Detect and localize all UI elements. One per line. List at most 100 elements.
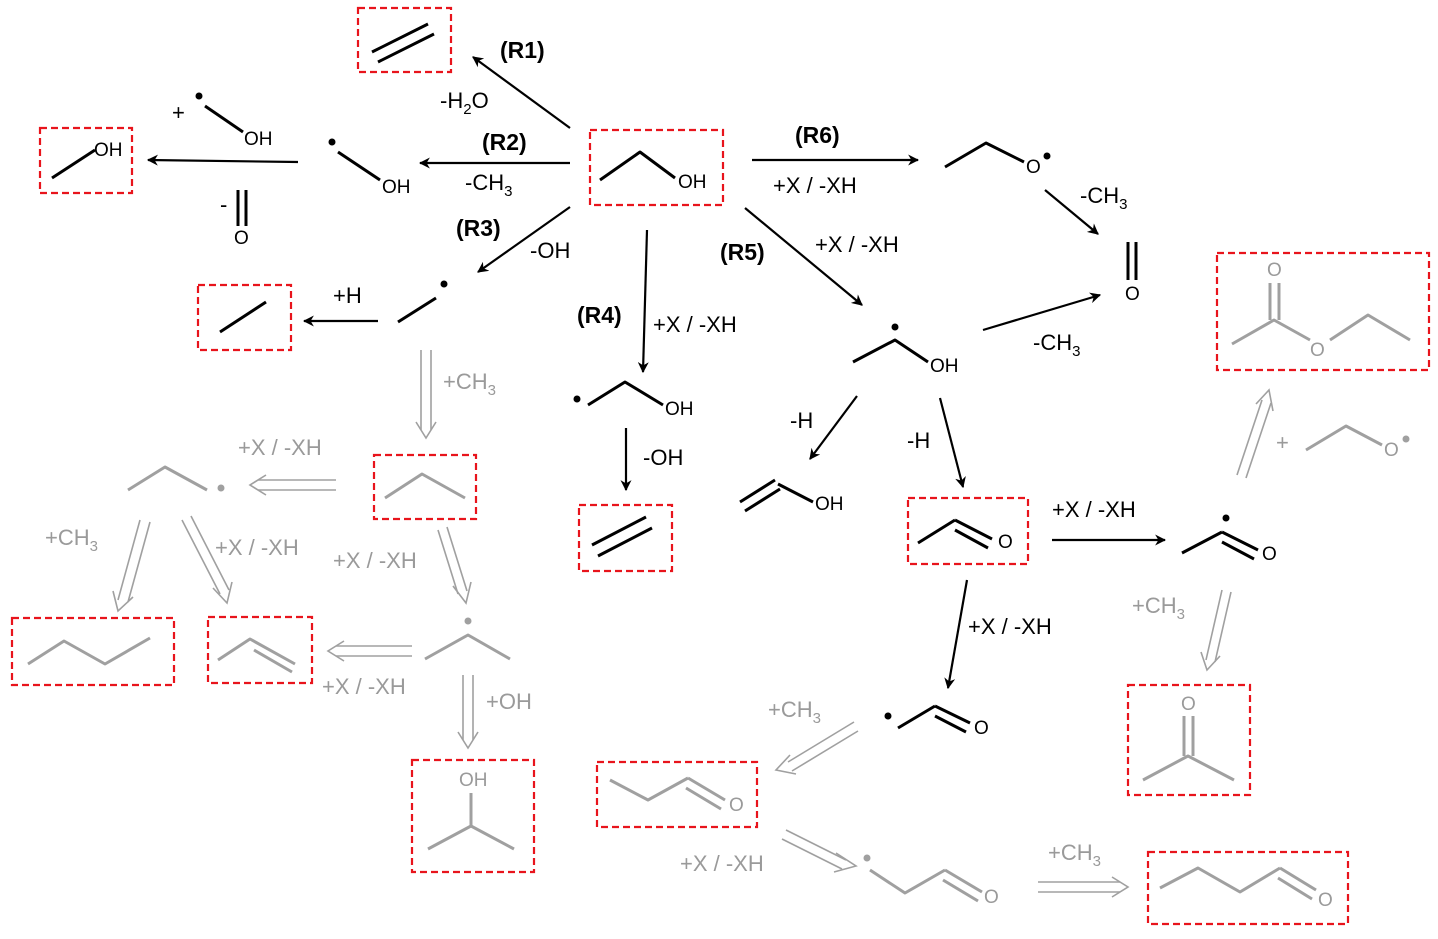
label-minus-h-acetaldehyde: -H	[907, 428, 930, 453]
darrow-propyl-to-butane-b	[127, 521, 151, 603]
label-plus-ch3-butane: +CH3	[45, 525, 98, 555]
darrow-to-acetone-head	[1200, 651, 1221, 672]
label-minus-oh-r3: -OH	[530, 238, 570, 263]
darrow-to-ethyl-acetate-a	[1236, 399, 1263, 476]
radical-dot-ethoxy	[1043, 152, 1051, 160]
label-xxh-propanal-radical: +X / -XH	[680, 851, 764, 876]
acetone-o-label: O	[1181, 694, 1196, 715]
ethylene-bond-b	[377, 32, 435, 64]
ethoxy-o-label: O	[1026, 157, 1041, 178]
butanal-chain	[1159, 866, 1281, 894]
radical-dot-ch2ch2oh	[573, 395, 581, 403]
ch2oh-oh-label: OH	[382, 177, 411, 198]
product-box-butane	[10, 616, 176, 687]
arrow-ethoxy-to-formaldehyde	[1044, 189, 1099, 235]
darrow-to-acetone-b	[1214, 591, 1232, 663]
radical-dot-ethoxy-gray	[1402, 435, 1410, 443]
label-xxh-propene-1: +X / -XH	[215, 535, 299, 560]
ch2cho-co-b	[934, 714, 967, 734]
acetone-backbone	[1142, 754, 1235, 782]
ch3-sub-butane: 3	[90, 538, 98, 555]
ch2cho-c-c	[897, 704, 936, 730]
ch2ch2cho-co-a	[944, 868, 983, 894]
arrow-to-vinyl-alcohol	[809, 395, 858, 460]
label-xxh-isopropyl: +X / -XH	[333, 548, 417, 573]
plus-ch3-main-acetone: +CH	[1132, 593, 1177, 618]
ch3-sub-acetone: 3	[1177, 606, 1185, 623]
ethanol-oh-label: OH	[678, 172, 707, 193]
darrow-propyl-to-propene-b	[190, 515, 230, 591]
label-xxh-propyl: +X / -XH	[238, 435, 322, 460]
minus-ch3-main-r6: -CH	[1080, 183, 1119, 208]
darrow-propanal-to-radical-b	[781, 838, 843, 870]
propane-structure	[384, 472, 466, 500]
vinyl-alcohol-double-b	[744, 487, 781, 513]
ch3-sub-r6: 3	[1119, 196, 1127, 213]
ethyl-acetate-right	[1329, 313, 1411, 342]
darrow-propyl-to-butane-a	[117, 519, 141, 601]
radical-dot-ch2ch2cho	[863, 854, 871, 862]
acetaldehyde-co-b	[954, 528, 989, 550]
ch2ch2cho-o-label: O	[984, 887, 999, 908]
formaldehyde-r-o-label: O	[1125, 284, 1140, 305]
minus-h2o-main: -H	[440, 88, 463, 113]
label-plus-ch3-propane: +CH3	[443, 369, 496, 399]
ethylene-r4-bond-b	[597, 526, 653, 558]
label-plus-ch3-butanal: +CH3	[1048, 840, 1101, 870]
ch3-sub-propane: 3	[488, 382, 496, 399]
label-plus-ch3-propanal: +CH3	[768, 697, 821, 727]
darrow-propane-to-propyl-head	[248, 474, 267, 496]
radical-dot-ch2oh-2	[195, 92, 203, 100]
minus-sign-r2: -	[220, 192, 227, 217]
darrow-to-acetone-a	[1205, 589, 1223, 661]
label-plus-h: +H	[333, 283, 362, 308]
label-minus-h2o: -H2O	[440, 88, 489, 118]
product-box-propane	[372, 453, 478, 521]
radical-dot-propyl	[217, 484, 225, 492]
formaldehyde-o-label: O	[234, 228, 249, 249]
minus-ch3-main-r5: -CH	[1033, 330, 1072, 355]
acetyl-co-b	[1221, 540, 1255, 561]
propene-structure	[217, 637, 296, 666]
product-box-propanal	[595, 760, 759, 829]
ch2ch2oh-structure	[587, 380, 664, 407]
product-box-acetaldehyde	[906, 496, 1030, 566]
darrow-propanal-to-radical-head	[833, 852, 858, 873]
ethoxy-gray-o-label: O	[1384, 440, 1399, 461]
plus-sign-r2: +	[172, 100, 185, 125]
product-box-acetone	[1126, 683, 1252, 797]
darrow-ethyl-to-propane-head	[415, 421, 437, 440]
vinyl-alcohol-double-a	[739, 478, 776, 504]
ethanol-structure	[599, 150, 676, 182]
acetaldehyde-o-label: O	[998, 532, 1013, 553]
ethane-bond	[219, 300, 267, 334]
propanal-o-label: O	[729, 795, 744, 816]
label-minus-ch3-r2: -CH3	[465, 170, 512, 200]
darrow-to-propanal-b	[791, 730, 859, 772]
propanal-chain	[609, 776, 689, 802]
plus-ch3-main-propane: +CH	[443, 369, 488, 394]
butane-structure	[27, 636, 151, 666]
darrow-to-propanal-head	[774, 754, 797, 775]
product-box-butanal	[1146, 850, 1350, 926]
label-r1: (R1)	[500, 37, 545, 63]
label-r5: (R5)	[720, 239, 765, 265]
darrow-propane-to-isopropyl-b	[446, 526, 468, 592]
darrow-to-ethyl-acetate-b	[1245, 402, 1272, 479]
radical-dot-acetyl	[1222, 514, 1230, 522]
product-box-2-propanol	[410, 758, 536, 874]
acetaldehyde-co-a	[954, 518, 993, 541]
darrow-to-propanal-a	[787, 721, 855, 763]
ch2ch2oh-oh-label: OH	[665, 399, 694, 420]
label-r6: (R6)	[795, 122, 840, 148]
propanal-co-b	[685, 786, 722, 811]
ch2oh-bond-2	[204, 104, 244, 134]
ch2cho-o-label: O	[974, 718, 989, 739]
arrow-ch3choh-to-formaldehyde	[982, 292, 1102, 332]
ethyl-acetate-o-mid-label: O	[1310, 340, 1325, 361]
acetaldehyde-c-c	[917, 518, 956, 545]
radical-dot-ethyl	[440, 280, 448, 288]
propyl-radical-structure	[127, 465, 208, 492]
product-box-ethyl-acetate	[1215, 251, 1431, 372]
